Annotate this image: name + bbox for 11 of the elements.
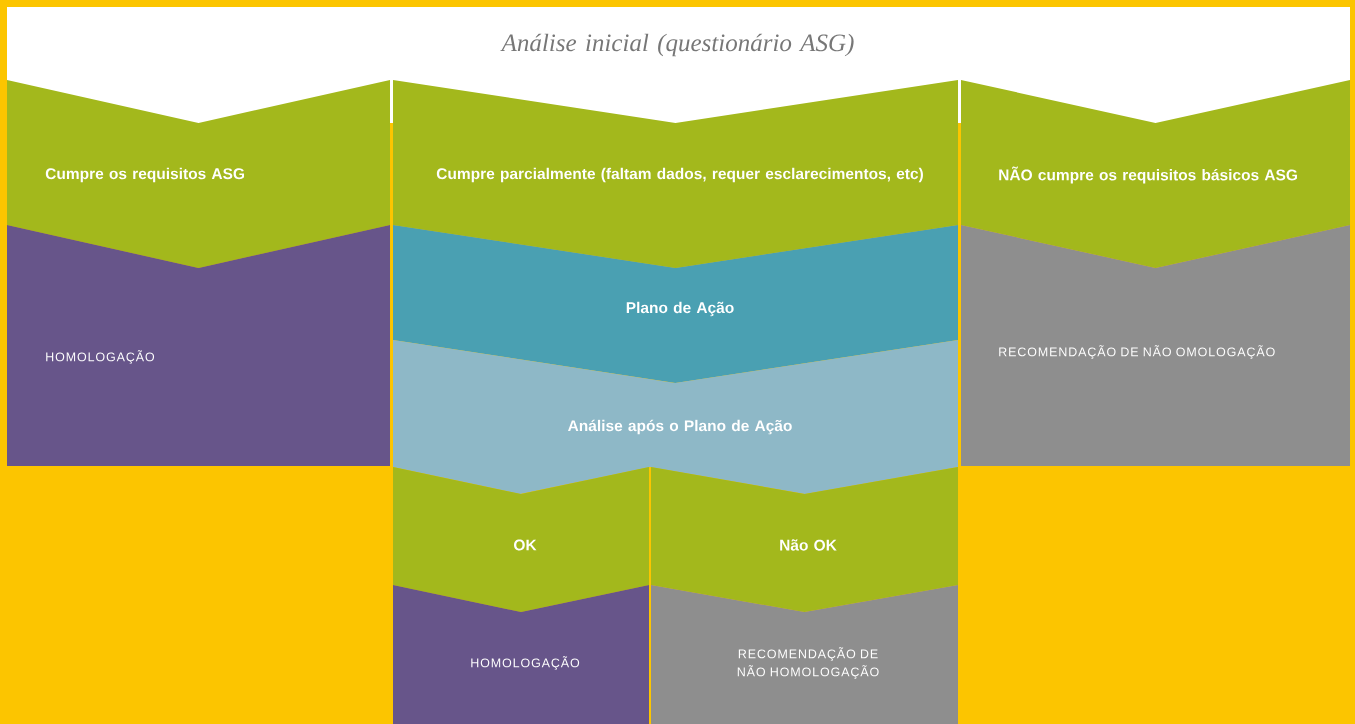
chevron-band: Cumpre parcialmente (faltam dados, requer esclarecimentos, etc) bbox=[393, 80, 958, 268]
chevron-band: Não OK bbox=[651, 467, 958, 612]
chevron-band: OK bbox=[393, 467, 649, 612]
node-label: Não OK bbox=[780, 539, 837, 551]
chevron-band: NÃO cumpre os requisitos básicos ASG bbox=[961, 80, 1350, 268]
chevron-band: Plano de Ação bbox=[393, 225, 958, 383]
result-panel: HOMOLOGAÇÃO bbox=[7, 225, 390, 466]
node-label: OK bbox=[514, 539, 537, 551]
result-panel: RECOMENDAÇÃO DE NÃO OMOLOGAÇÃO bbox=[961, 225, 1350, 466]
chevron-band: Cumpre os requisitos ASG bbox=[7, 80, 390, 268]
chevron-band: Análise após o Plano de Ação bbox=[393, 340, 958, 494]
